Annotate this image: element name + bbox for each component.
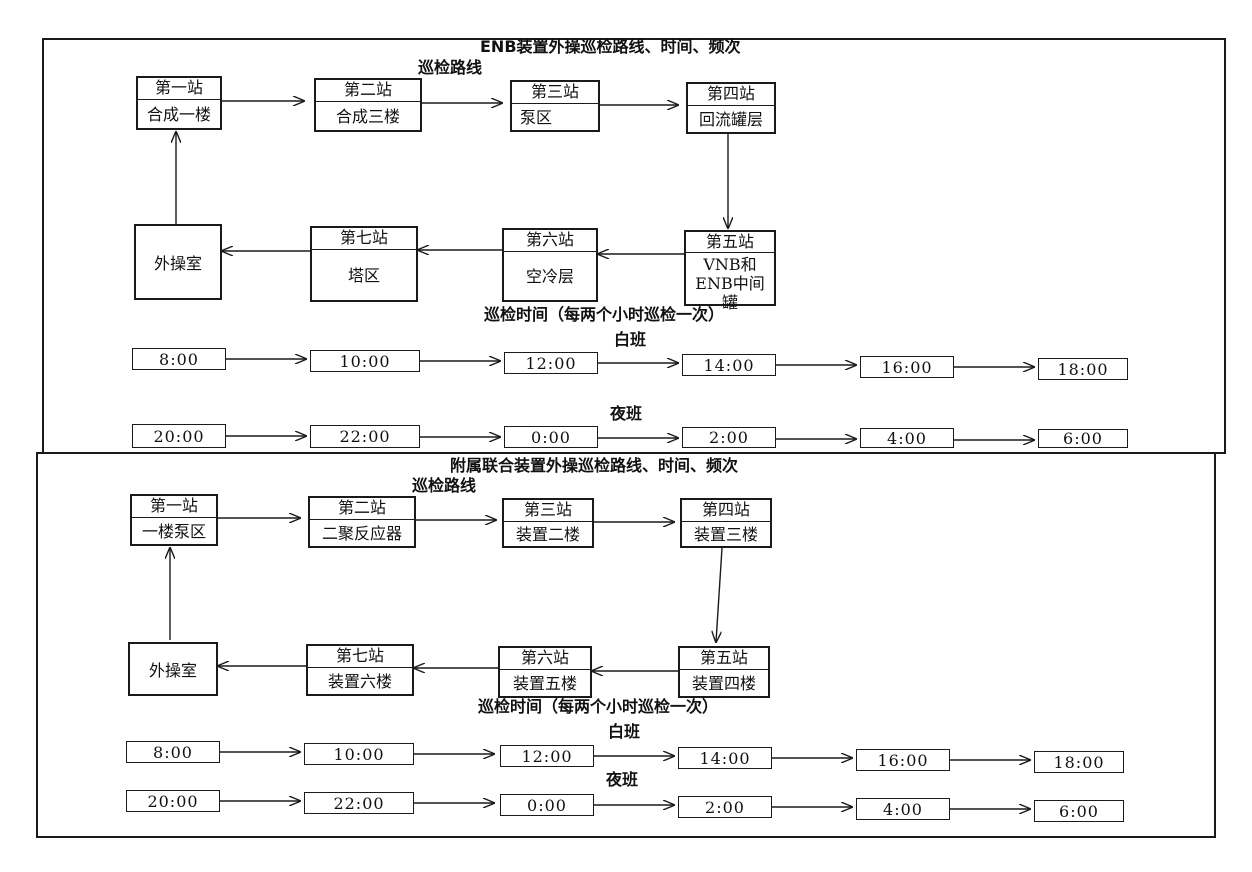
bottom-section-frame: [36, 452, 1216, 838]
top-route-label: 巡检路线: [418, 58, 483, 77]
bottom-night-time-2: 22:00: [304, 792, 414, 814]
top-station-6: 第六站 空冷层: [502, 228, 598, 302]
top-day-time-2: 10:00: [310, 350, 420, 372]
top-station-2: 第二站 合成三楼: [314, 78, 422, 132]
bottom-night-time-3: 0:00: [500, 794, 594, 816]
bottom-day-time-6: 18:00: [1034, 751, 1124, 773]
top-operator-room: 外操室: [134, 224, 222, 300]
top-title: ENB装置外操巡检路线、时间、频次: [480, 37, 741, 56]
bottom-station-6: 第六站 装置五楼: [498, 646, 592, 698]
bottom-day-time-3: 12:00: [500, 745, 594, 767]
top-station-5: 第五站 VNB和ENB中间罐: [684, 230, 776, 312]
top-night-label: 夜班: [610, 404, 643, 423]
bottom-night-time-5: 4:00: [856, 798, 950, 820]
top-day-time-1: 8:00: [132, 348, 226, 370]
bottom-day-time-2: 10:00: [304, 743, 414, 765]
top-night-time-4: 2:00: [682, 427, 776, 448]
bottom-day-time-5: 16:00: [856, 749, 950, 771]
top-night-time-2: 22:00: [310, 425, 420, 448]
bottom-station-3: 第三站 装置二楼: [502, 498, 594, 548]
top-day-time-6: 18:00: [1038, 358, 1128, 380]
bottom-route-label: 巡检路线: [412, 476, 477, 495]
bottom-day-label: 白班: [608, 722, 641, 741]
top-time-label: 巡检时间（每两个小时巡检一次）: [484, 305, 725, 324]
top-day-time-3: 12:00: [504, 352, 598, 374]
bottom-night-time-4: 2:00: [678, 796, 772, 818]
bottom-station-7: 第七站 装置六楼: [306, 644, 414, 696]
top-night-time-5: 4:00: [860, 428, 954, 448]
bottom-station-1: 第一站 一楼泵区: [130, 494, 218, 546]
bottom-operator-room: 外操室: [128, 642, 218, 696]
top-day-label: 白班: [614, 330, 647, 349]
bottom-title: 附属联合装置外操巡检路线、时间、频次: [450, 456, 739, 475]
bottom-station-5: 第五站 装置四楼: [678, 646, 770, 698]
bottom-station-4: 第四站 装置三楼: [680, 498, 772, 548]
bottom-station-2: 第二站 二聚反应器: [308, 496, 416, 548]
top-night-time-6: 6:00: [1038, 429, 1128, 448]
bottom-night-time-1: 20:00: [126, 790, 220, 812]
top-night-time-1: 20:00: [132, 424, 226, 448]
top-station-1: 第一站 合成一楼: [136, 76, 222, 130]
top-day-time-4: 14:00: [682, 354, 776, 376]
bottom-day-time-4: 14:00: [678, 747, 772, 769]
top-night-time-3: 0:00: [504, 426, 598, 448]
top-station-3: 第三站 泵区: [510, 80, 600, 132]
top-station-4: 第四站 回流罐层: [686, 82, 776, 134]
top-day-time-5: 16:00: [860, 356, 954, 378]
bottom-arrow-4-5: [716, 547, 723, 642]
top-station-7: 第七站 塔区: [310, 226, 418, 302]
bottom-night-time-6: 6:00: [1034, 800, 1124, 822]
bottom-day-time-1: 8:00: [126, 741, 220, 763]
bottom-night-label: 夜班: [606, 770, 639, 789]
bottom-time-label: 巡检时间（每两个小时巡检一次）: [478, 697, 719, 716]
